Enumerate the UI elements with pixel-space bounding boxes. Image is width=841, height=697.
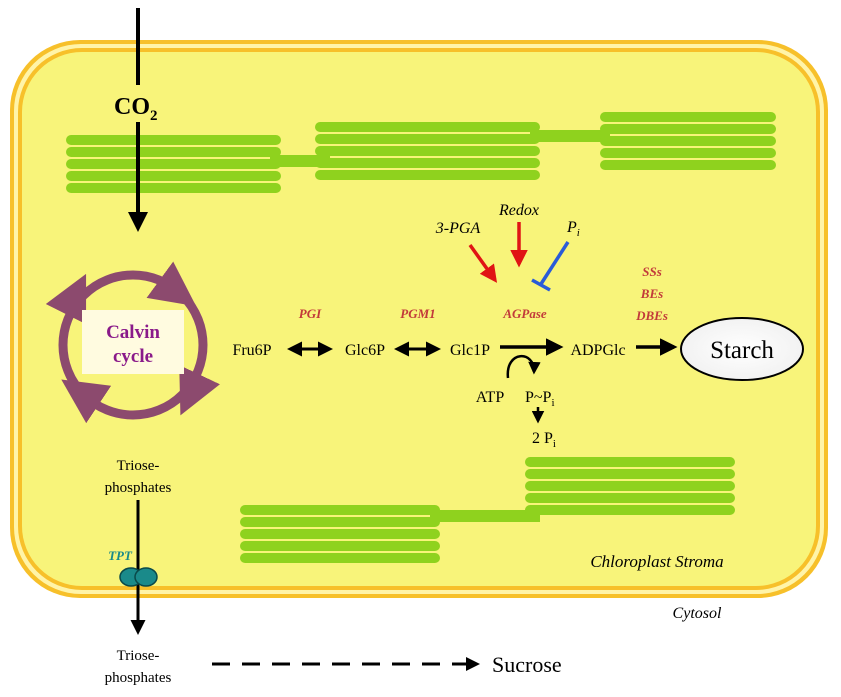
triose-stroma-line1: Triose- (117, 458, 160, 474)
granum-1 (66, 135, 281, 193)
calvin-arrowhead-3 (61, 379, 112, 424)
co2-label: CO2 (114, 94, 158, 124)
tpt-transporter (119, 567, 158, 587)
pi-inhibition-line (539, 241, 570, 285)
pgm1-enzyme-label: PGM1 (400, 306, 435, 321)
granum-4 (525, 457, 735, 515)
thylakoid-upper (66, 112, 776, 193)
granum-3 (600, 112, 776, 170)
thylakoid-lower (240, 457, 735, 563)
triose-cytosol-line1: Triose- (117, 648, 160, 664)
sucrose-arrowhead (466, 657, 480, 671)
agpase-enzyme-label: AGPase (502, 306, 547, 321)
pga-regulator-label: 3-PGA (435, 220, 481, 237)
glc1p-label: Glc1P (450, 342, 490, 359)
pi-regulator-label: Pi (566, 219, 580, 239)
dbe-enzyme-label: DBEs (635, 308, 668, 323)
sucrose-label: Sucrose (492, 652, 562, 677)
cytosol-label: Cytosol (673, 605, 722, 622)
two-pi-label: 2 Pi (532, 430, 556, 450)
ppi-label: P~Pi (525, 389, 555, 409)
granum-2 (315, 122, 540, 180)
fru6p-label: Fru6P (232, 342, 271, 359)
pgi-enzyme-label: PGI (299, 306, 322, 321)
calvin-cycle: Calvin cycle (45, 261, 220, 424)
pga-activation-arrow (468, 243, 498, 283)
granum-5 (240, 505, 440, 563)
redox-regulator-label: Redox (498, 202, 539, 219)
adpglc-label: ADPGlc (570, 342, 625, 359)
calvin-label-line2: cycle (113, 346, 153, 367)
atp-label: ATP (476, 389, 505, 406)
calvin-arrowhead-1 (146, 261, 197, 307)
starch-label: Starch (710, 337, 774, 364)
stroma-label: Chloroplast Stroma (590, 552, 723, 571)
calvin-arrowhead-2 (179, 365, 220, 416)
be-enzyme-label: BEs (640, 286, 663, 301)
calvin-arrowhead-4 (45, 273, 87, 325)
atp-ppi-curl-arrow (506, 354, 541, 379)
ss-enzyme-label: SSs (642, 264, 662, 279)
pi-inhibition-bar (531, 278, 551, 292)
calvin-label-line1: Calvin (106, 322, 160, 343)
triose-cytosol-line2: phosphates (105, 670, 172, 686)
starch-granule: Starch (680, 317, 804, 381)
glc6p-label: Glc6P (345, 342, 385, 359)
tpt-label: TPT (108, 548, 133, 563)
triose-stroma-line2: phosphates (105, 480, 172, 496)
